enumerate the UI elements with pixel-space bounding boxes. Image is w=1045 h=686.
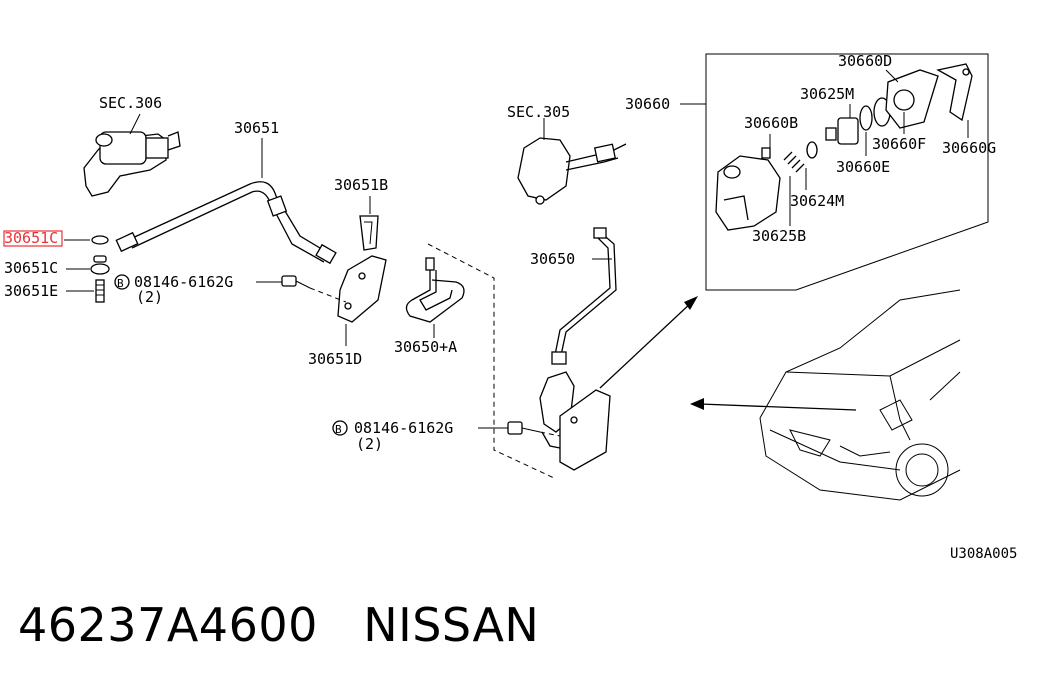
label-sec-306: SEC.306 — [99, 94, 162, 112]
label-30651b[interactable]: 30651B — [334, 176, 388, 194]
master-cylinder-drawing — [83, 113, 181, 197]
label-30660[interactable]: 30660 — [625, 95, 670, 113]
highlight-box — [3, 230, 63, 247]
label-30660f[interactable]: 30660F — [872, 135, 926, 153]
car-outline-drawing — [759, 289, 961, 501]
slave-cylinder-drawing — [539, 371, 611, 471]
clip-drawing — [359, 215, 379, 251]
label-30651c[interactable]: 30651C — [4, 259, 58, 277]
label-30660b[interactable]: 30660B — [744, 114, 798, 132]
label-30651e[interactable]: 30651E — [4, 282, 58, 300]
bolt-top-drawing — [281, 275, 347, 303]
label-bolt-1[interactable]: 08146-6162G — [134, 273, 233, 291]
label-30651c-highlighted[interactable]: 30651C — [4, 229, 58, 247]
part-number-caption: 46237A4600 NISSAN — [18, 598, 540, 652]
label-30650a[interactable]: 30650+A — [394, 338, 457, 356]
label-30625m[interactable]: 30625M — [800, 85, 854, 103]
bolt-symbol-2-letter: B — [335, 423, 342, 436]
detail-cylinder-drawing — [715, 147, 781, 231]
bracket-drawing — [337, 255, 387, 323]
label-30650[interactable]: 30650 — [530, 250, 575, 268]
label-30651[interactable]: 30651 — [234, 119, 279, 137]
label-30660e[interactable]: 30660E — [836, 158, 890, 176]
label-30660d[interactable]: 30660D — [838, 52, 892, 70]
detail-small-parts-drawing — [783, 63, 973, 173]
label-30625b[interactable]: 30625B — [752, 227, 806, 245]
bolt-symbol-1 — [114, 274, 130, 290]
label-30660g[interactable]: 30660G — [942, 139, 996, 157]
detail-inset-frame — [705, 53, 989, 291]
pipe-loop-drawing — [405, 257, 465, 323]
label-bolt-2-qty: (2) — [356, 435, 383, 453]
washer-and-bolt-drawing — [90, 235, 110, 303]
bolt-symbol-2 — [332, 420, 348, 436]
figure-code: U308A005 — [950, 546, 1017, 562]
label-30651d[interactable]: 30651D — [308, 350, 362, 368]
bolt-symbol-1-letter: B — [117, 277, 124, 290]
label-30624m[interactable]: 30624M — [790, 192, 844, 210]
hydraulic-line-drawing — [551, 227, 617, 365]
operating-cylinder-drawing — [517, 118, 627, 205]
clutch-hose-drawing — [115, 181, 337, 265]
label-sec-305: SEC.305 — [507, 103, 570, 121]
label-bolt-2[interactable]: 08146-6162G — [354, 419, 453, 437]
label-bolt-1-qty: (2) — [136, 288, 163, 306]
